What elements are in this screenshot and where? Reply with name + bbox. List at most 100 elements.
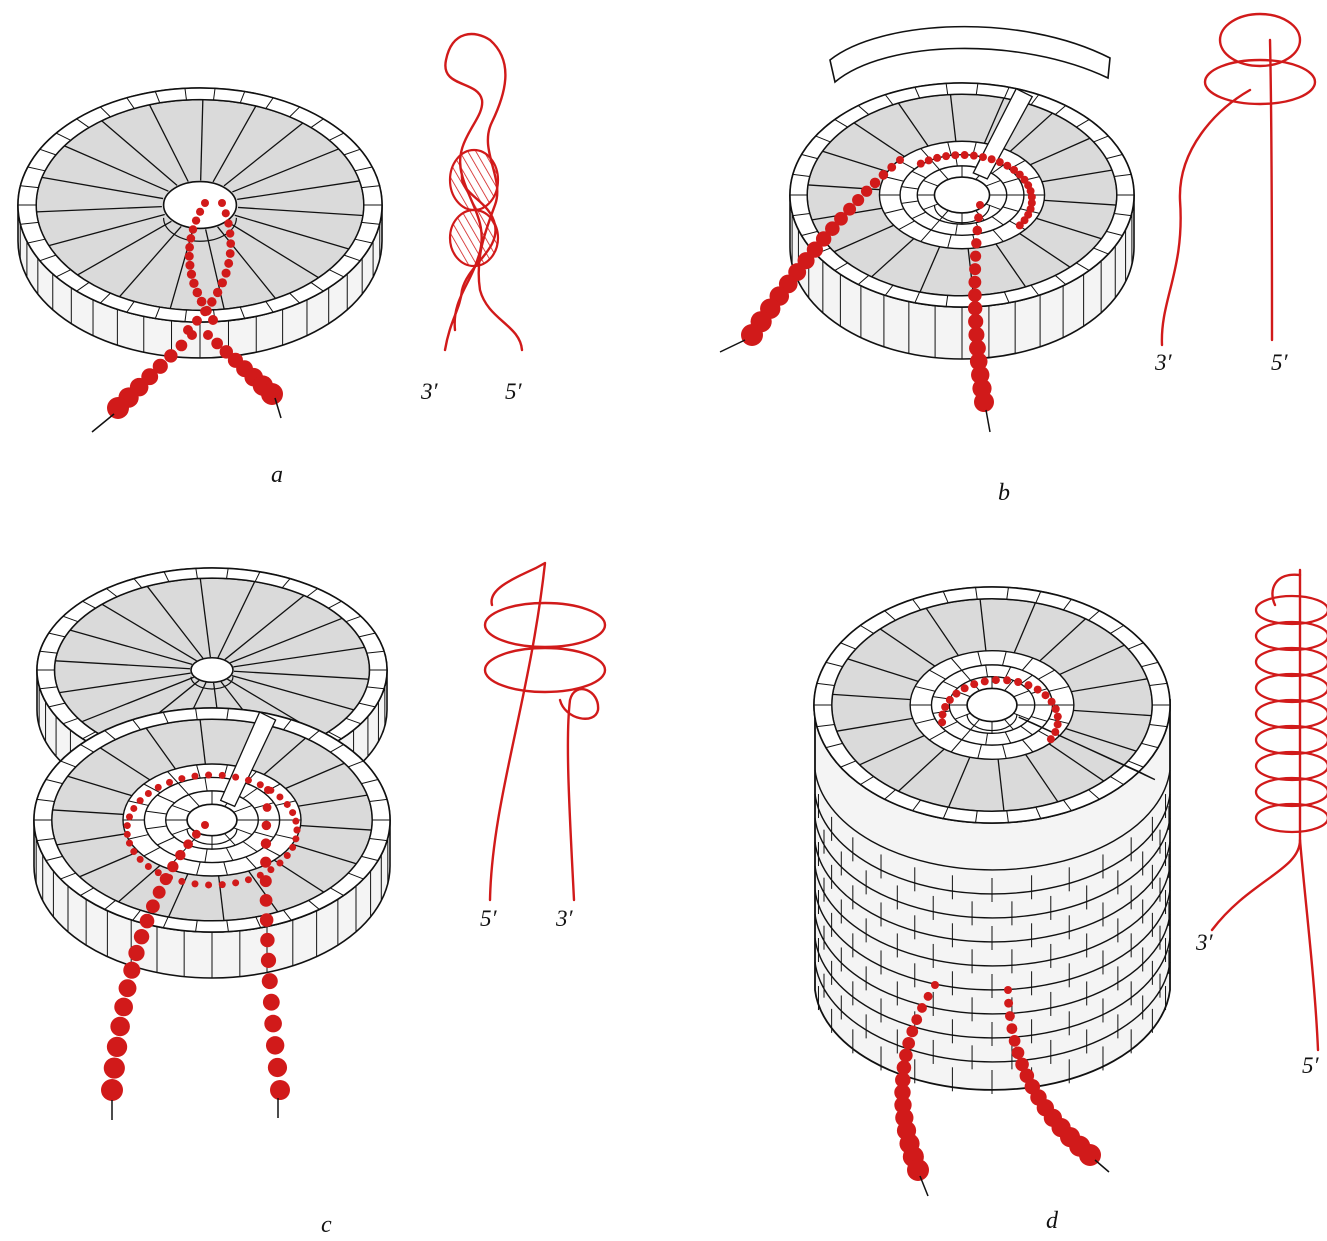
rna-d-strand-left-bead xyxy=(911,1014,922,1025)
rna-d-strand-right-bead xyxy=(1004,999,1013,1008)
rna-d-spiral-bead xyxy=(1054,720,1062,728)
rna-c-strand-right-bead xyxy=(263,994,280,1011)
rna-b-strand-right-bead xyxy=(976,201,984,209)
rna-a-twist-1-bead xyxy=(193,288,203,298)
rna-b-strand-right-bead xyxy=(974,213,983,222)
rna-c-strand-right-bead xyxy=(261,838,271,848)
rna-c-loop-2 xyxy=(485,648,605,692)
rna-a-twist-1-bead xyxy=(187,234,196,243)
rna-c-ring-bead xyxy=(155,784,162,791)
panel-a-label: a xyxy=(271,462,283,489)
rna-a-twist-2-bead xyxy=(218,278,227,287)
rna-b-spiral-bead xyxy=(933,154,941,162)
rna-d-strand-left-bead xyxy=(907,1159,929,1181)
rna-a-tail-left xyxy=(92,414,114,432)
rna-d-strand-right-bead xyxy=(1009,1035,1021,1047)
rna-b-schematic-5prime xyxy=(1270,40,1272,340)
rna-d-schematic-top xyxy=(1272,575,1300,605)
rna-c-strand-left-bead xyxy=(192,830,201,839)
rna-c-strand-left-bead xyxy=(123,962,140,979)
rna-b-strand-right-bead xyxy=(968,288,982,302)
rna-d-helix-turn xyxy=(1256,596,1327,624)
rna-b-tail-right xyxy=(986,410,990,432)
rna-c-strand-left-bead xyxy=(134,929,149,944)
rna-c-ring-bead xyxy=(292,818,299,825)
rna-d-strand-left-bead xyxy=(924,992,933,1001)
rna-b-strand-left-bead xyxy=(741,324,763,346)
rna-d-spiral-bead xyxy=(1047,735,1055,743)
rna-c-strand-right-bead xyxy=(262,821,272,831)
rna-b-strand-right-bead xyxy=(970,251,981,262)
rna-c-schematic-5prime xyxy=(490,563,545,900)
rna-a-twist-2-bead xyxy=(213,288,222,297)
rna-c-ring-bead xyxy=(289,809,296,816)
rna-b-spiral-bead xyxy=(1003,162,1011,170)
rna-a-twist-1-bead xyxy=(187,270,196,279)
rna-c-ring-bead xyxy=(124,822,131,829)
rna-d-helix-turn xyxy=(1256,622,1327,650)
rna-c-strand-left-bead xyxy=(101,1079,123,1101)
rna-b-loop-2 xyxy=(1220,14,1300,66)
panel-b-end-label-2: 5′ xyxy=(1271,350,1288,376)
panel-c-end-label-1: 5′ xyxy=(480,906,497,932)
rna-a-hatched-lobe-1 xyxy=(450,150,498,210)
rna-c-schematic-3prime xyxy=(560,689,598,900)
rna-c-ring-bead xyxy=(191,773,198,780)
rna-d-spiral-bead xyxy=(1052,705,1060,713)
disk-d-top-hole xyxy=(967,688,1017,721)
rna-a-strand-left-bead xyxy=(187,330,197,340)
rna-d-spiral-bead xyxy=(952,690,960,698)
rna-a-hatched-lobe-2 xyxy=(450,210,498,266)
rna-d-spiral-bead xyxy=(1051,728,1059,736)
rna-c-ring-bead xyxy=(205,881,212,888)
rna-d-spiral-bead xyxy=(941,703,949,711)
rna-c-ring-bead xyxy=(137,856,144,863)
rna-c-ring-bead xyxy=(219,772,226,779)
rna-c-ring-bead xyxy=(124,831,131,838)
rna-d-spiral-bead xyxy=(1024,681,1032,689)
rna-c-ring-bead xyxy=(232,879,239,886)
rna-d-strand-right-bead xyxy=(1012,1046,1025,1059)
rna-d-spiral-bead xyxy=(1042,691,1050,699)
panel-b-end-label-1: 3′ xyxy=(1155,350,1172,376)
rna-b-strand-left-bead xyxy=(852,194,864,206)
rna-b-tail-left xyxy=(720,340,745,352)
rna-b-strand-left-bead xyxy=(896,156,904,164)
rna-d-strand-left-bead xyxy=(931,981,939,989)
rna-c-ring-bead xyxy=(276,793,283,800)
rna-c-strand-right-bead xyxy=(260,857,271,868)
rna-c-strand-left-bead xyxy=(104,1057,125,1078)
rna-a-twist-2-bead xyxy=(218,199,226,207)
rna-c-strand-left-bead xyxy=(110,1017,130,1037)
rna-c-loop-1 xyxy=(485,603,605,647)
rna-a-strand-right-bead xyxy=(261,383,283,405)
rna-a-twist-2-bead xyxy=(226,239,235,248)
rna-a-strand-left-bead xyxy=(176,340,188,352)
rna-b-spiral-bead xyxy=(1016,221,1024,229)
rna-d-strand-right-bead xyxy=(1004,986,1012,994)
rna-c-ring-bead xyxy=(284,852,291,859)
rna-c-ring-bead xyxy=(130,848,137,855)
rna-b-spiral-bead xyxy=(988,155,996,163)
rna-c-strand-left-bead xyxy=(146,899,160,913)
rna-b-strand-right-bead xyxy=(971,238,981,248)
disk-d-top xyxy=(814,587,1170,823)
panel-c-label: c xyxy=(321,1212,332,1239)
rna-b-strand-right-bead xyxy=(969,263,981,275)
rna-a-twist-2-bead xyxy=(226,249,235,258)
rna-c-strand-right-bead xyxy=(260,933,274,947)
disk-c-lower xyxy=(34,708,390,978)
rna-c-strand-left-bead xyxy=(107,1037,127,1057)
rna-b-spiral-bead xyxy=(917,160,925,168)
rna-a-twist-1-bead xyxy=(208,315,218,325)
rna-d-spiral-bead xyxy=(938,718,946,726)
rna-b-strand-right-bead xyxy=(974,392,994,412)
rna-a-twist-1-bead xyxy=(185,252,194,261)
rna-d-strand-left-bead xyxy=(917,1003,927,1013)
rna-c-ring-bead xyxy=(155,869,162,876)
rna-c-ring-bead xyxy=(126,840,133,847)
rna-c-strand-left-bead xyxy=(119,979,137,997)
rna-a-twist-1-bead xyxy=(185,243,194,252)
rna-a-twist-1-bead xyxy=(192,216,200,224)
rna-d-strand-left-bead xyxy=(899,1049,913,1063)
